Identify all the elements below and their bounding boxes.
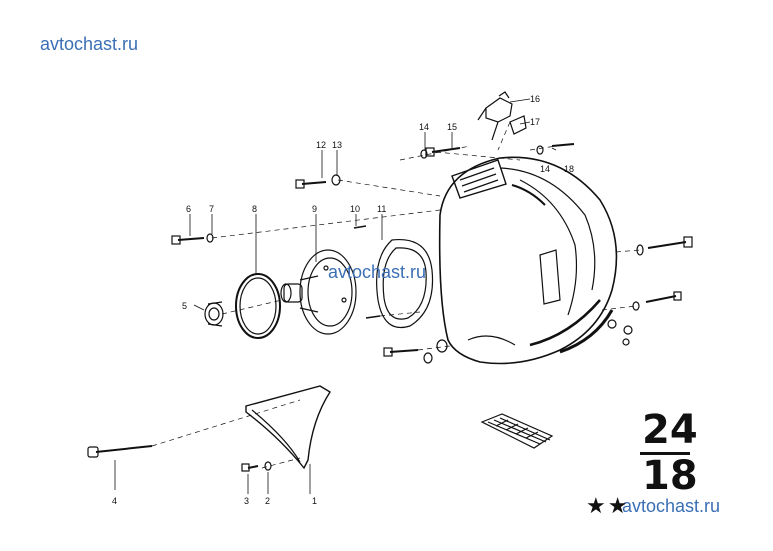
leader-lines	[114, 98, 557, 494]
part-label-18: 18	[564, 164, 574, 174]
watermark-bottom-right: avtochast.ru	[622, 496, 721, 516]
inspection-cover	[480, 413, 554, 449]
part-label-3: 3	[244, 496, 249, 506]
rating-stars: ★★	[586, 494, 630, 519]
mounting-bracket	[477, 91, 527, 141]
part-label-4: 4	[112, 496, 117, 506]
watermark-center: avtochast.ru	[328, 262, 427, 282]
part-label-16: 16	[530, 94, 540, 104]
part-label-10: 10	[350, 204, 360, 214]
part-labels: 1 2 3 4 5 6 7 8 9 10 11 12 13 14 15 16 1…	[112, 94, 574, 506]
page-code-bottom: 18	[642, 453, 698, 499]
o-ring-inner	[239, 277, 277, 335]
part-label-13: 13	[332, 140, 342, 150]
part-label-17: 17	[530, 117, 540, 127]
watermark-top-left: avtochast.ru	[40, 34, 139, 54]
part-label-6: 6	[186, 204, 191, 214]
seal-carrier	[280, 249, 357, 335]
part-label-11: 11	[377, 204, 386, 214]
cover-plate	[245, 385, 331, 470]
part-label-14: 14	[419, 122, 429, 132]
washers	[206, 145, 644, 471]
gasket	[376, 238, 434, 328]
part-label-15: 15	[447, 122, 457, 132]
part-label-2: 2	[265, 496, 270, 506]
page-code-top: 24	[642, 407, 698, 453]
seal-ring	[204, 301, 224, 327]
o-ring	[235, 273, 281, 339]
part-label-5: 5	[182, 301, 187, 311]
part-label-14b: 14	[540, 164, 550, 174]
page-code-divider	[640, 452, 690, 455]
part-label-12: 12	[316, 140, 326, 150]
assembly-lines	[151, 121, 641, 469]
clutch-housing	[438, 156, 618, 365]
part-label-1: 1	[312, 496, 317, 506]
part-label-8: 8	[252, 204, 257, 214]
part-label-9: 9	[312, 204, 317, 214]
part-label-7: 7	[209, 204, 214, 214]
bolts	[87, 143, 693, 472]
